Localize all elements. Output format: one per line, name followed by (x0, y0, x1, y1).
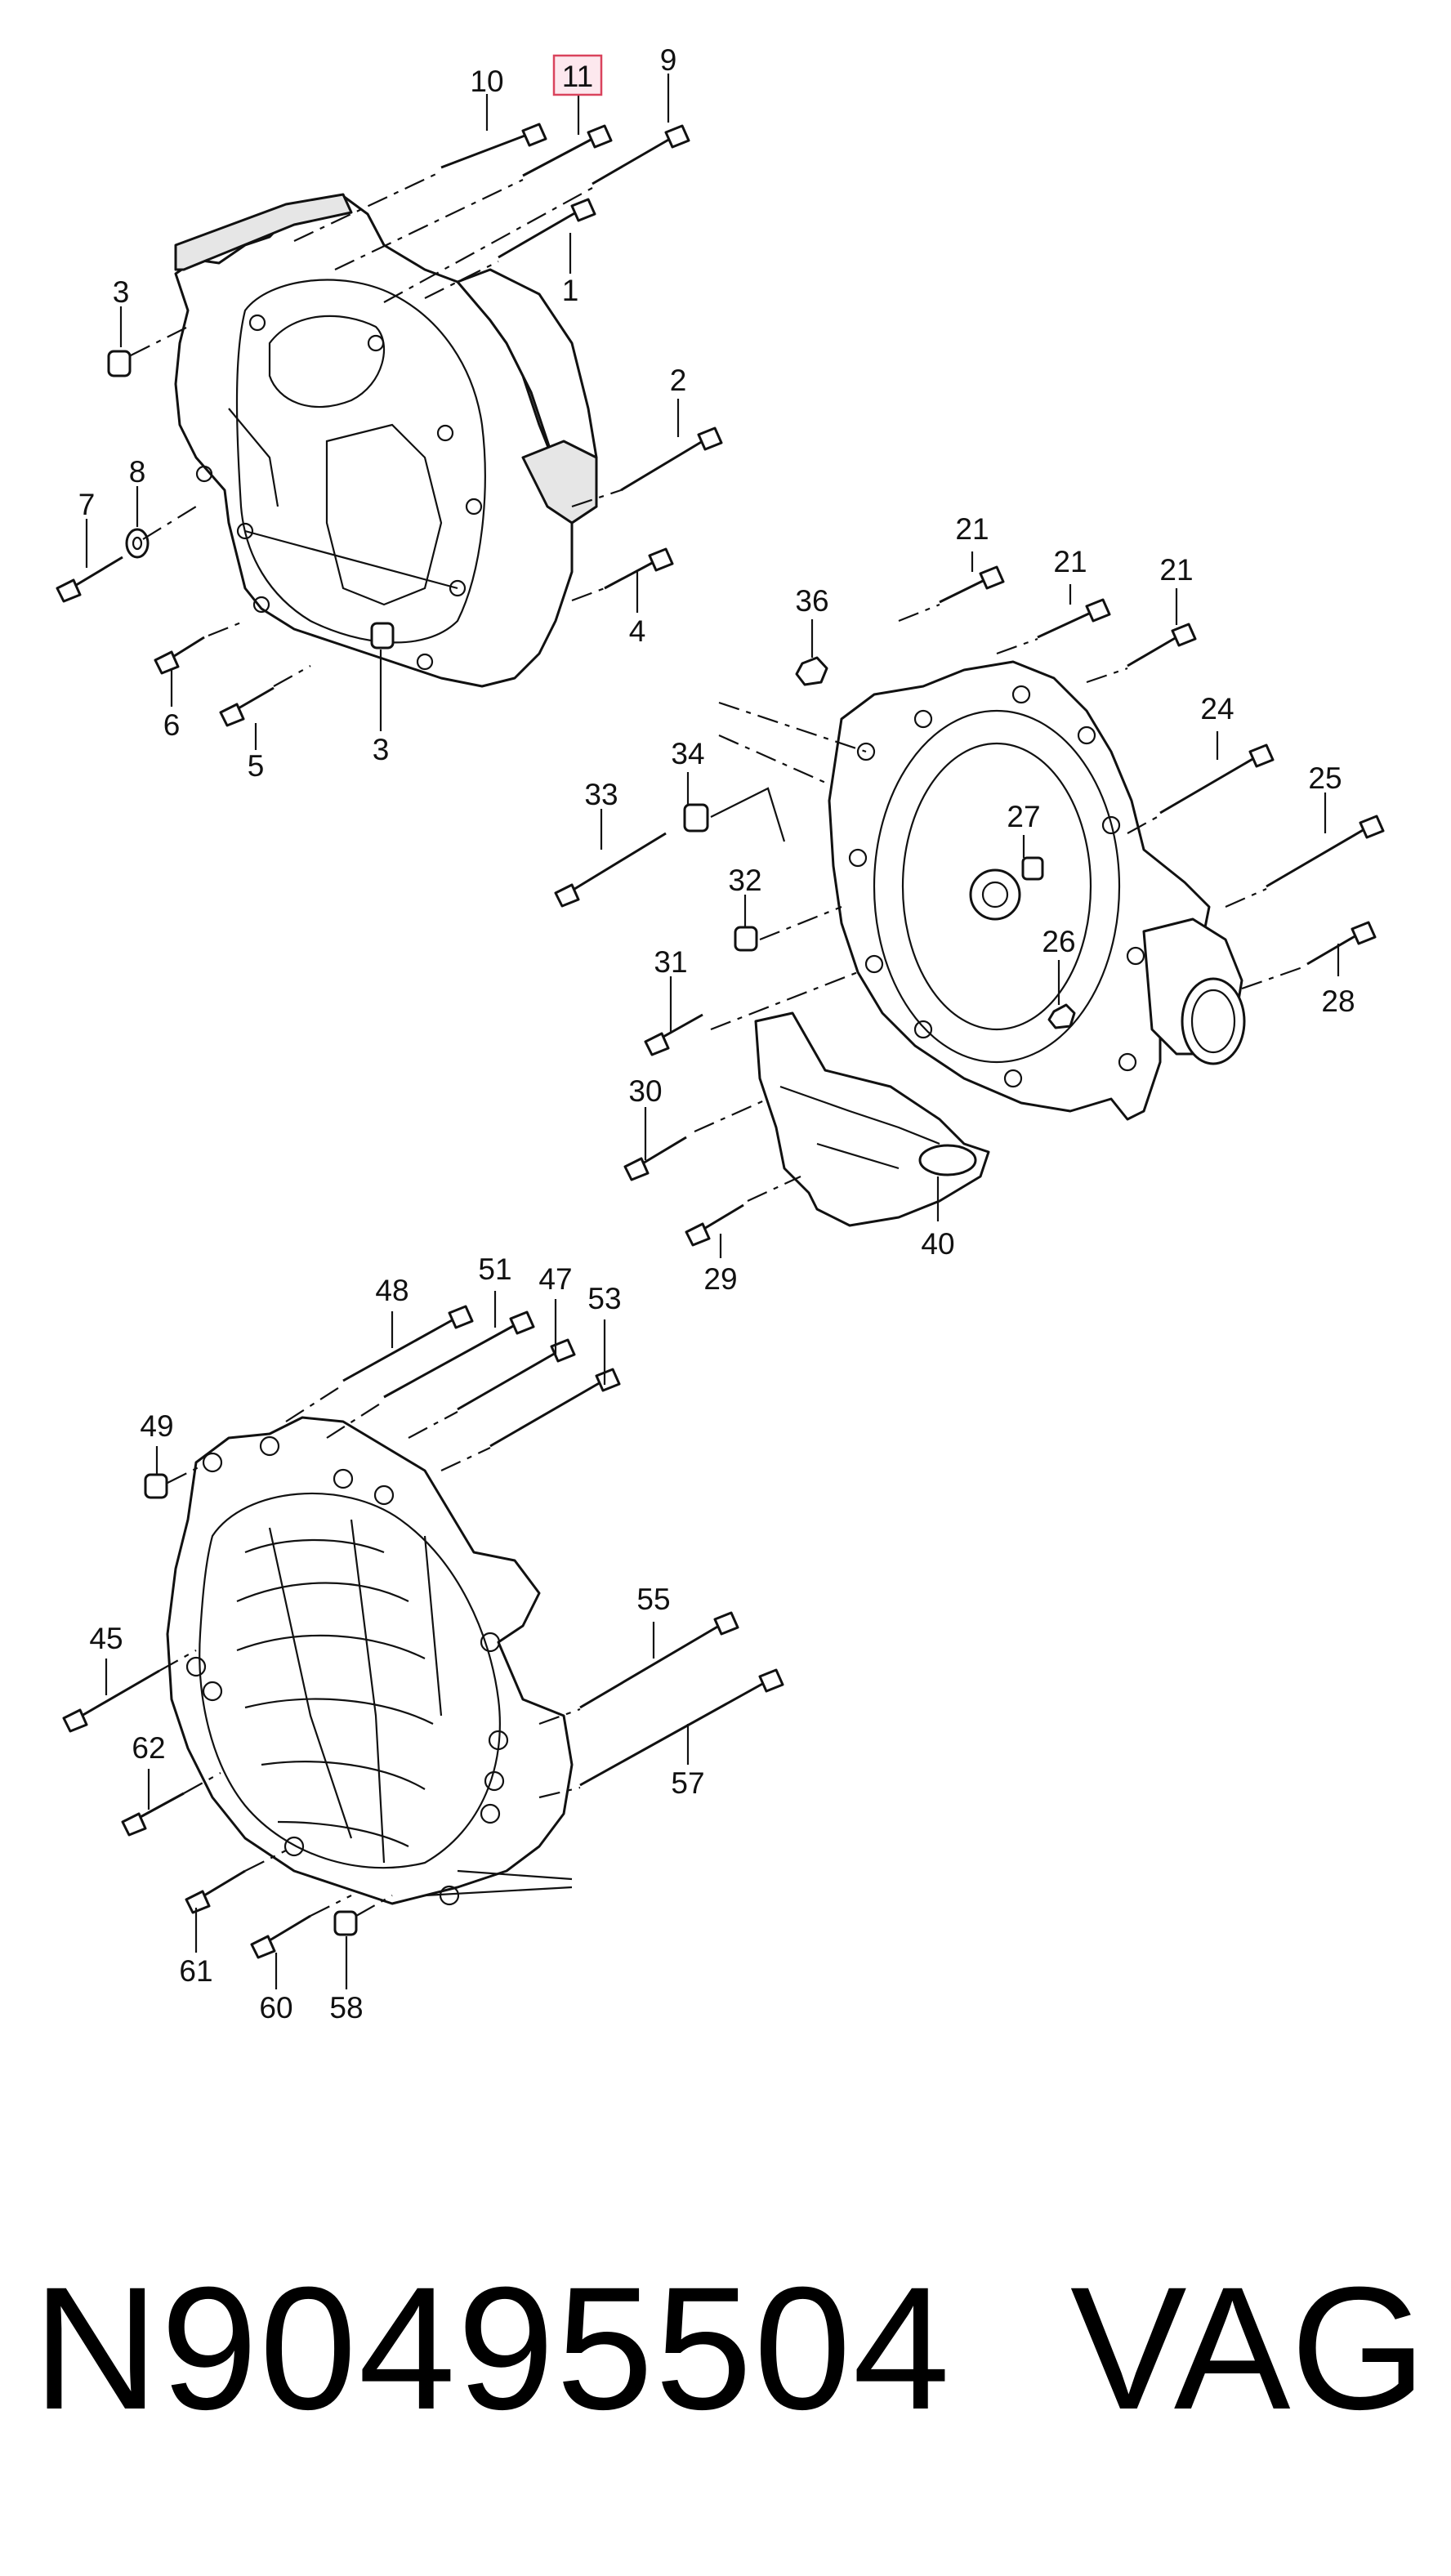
top-bell-housing (174, 193, 598, 688)
top-callouts: 10 11 9 1 3 2 8 7 4 6 5 3 (78, 43, 687, 783)
callout-label: 1 (562, 274, 579, 307)
callout-label: 31 (654, 945, 687, 979)
callout-label: 27 (1007, 800, 1040, 833)
callout-label: 9 (660, 43, 677, 77)
callout-label: 30 (628, 1074, 662, 1108)
bottom-clutch-housing (166, 1416, 574, 1906)
callout-label: 3 (113, 275, 130, 309)
bottom-dashed-guides (158, 1384, 581, 1917)
bracket-part-40 (754, 1011, 990, 1227)
middle-bolts (554, 565, 1385, 1247)
callout-label: 61 (179, 1954, 212, 1988)
brand-name: VAG (1069, 2251, 1426, 2446)
callout-label: 62 (132, 1731, 165, 1765)
bottom-callouts: 48 51 47 53 49 55 45 62 57 61 60 58 (89, 1252, 704, 2025)
callout-label: 26 (1042, 925, 1075, 958)
callout-label-highlighted: 11 (562, 60, 593, 93)
callout-label: 55 (636, 1583, 670, 1616)
callout-label: 48 (375, 1274, 409, 1307)
callout-label: 25 (1308, 761, 1342, 795)
callout-label: 21 (1053, 545, 1087, 578)
footer-caption: N90495504 VAG (0, 2243, 1451, 2455)
top-leaders (85, 74, 680, 750)
callout-label: 34 (671, 737, 704, 770)
callout-label: 40 (921, 1227, 954, 1261)
callout-label: 2 (670, 364, 687, 397)
callout-label: 33 (584, 778, 618, 811)
callout-label: 49 (140, 1409, 173, 1443)
highlight-box (552, 54, 603, 96)
top-bolts (56, 123, 723, 727)
callout-label: 47 (538, 1262, 572, 1296)
callout-label: 29 (703, 1262, 737, 1296)
callout-label: 51 (478, 1252, 511, 1286)
callout-label: 10 (470, 65, 503, 98)
callout-label: 6 (163, 708, 181, 742)
callout-label: 8 (129, 455, 146, 489)
middle-leaders (600, 551, 1340, 1258)
middle-gearbox-housing (828, 660, 1246, 1121)
callout-label: 36 (795, 584, 828, 618)
callout-label: 32 (728, 864, 761, 897)
callout-label: 7 (78, 488, 96, 521)
callout-label: 45 (89, 1622, 123, 1655)
middle-dashed-guides (694, 603, 1308, 1202)
callout-label: 60 (259, 1991, 292, 2025)
callout-label: 28 (1321, 984, 1355, 1018)
callout-label: 21 (1159, 553, 1193, 587)
callout-label: 21 (955, 512, 989, 546)
middle-callouts: 21 21 21 36 24 34 33 25 27 32 26 31 28 3… (584, 512, 1355, 1296)
callout-label: 58 (329, 1991, 363, 2025)
top-dashed-guides (130, 171, 622, 687)
callout-label: 4 (629, 614, 646, 648)
callout-label: 3 (373, 733, 390, 766)
bottom-bolts (62, 1305, 784, 1959)
bottom-leaders (105, 1291, 690, 1989)
callout-label: 24 (1200, 692, 1234, 725)
part-number: N90495504 (33, 2251, 952, 2446)
callout-label: 53 (587, 1282, 621, 1315)
callout-label: 57 (671, 1766, 704, 1800)
callout-label: 5 (248, 749, 265, 783)
